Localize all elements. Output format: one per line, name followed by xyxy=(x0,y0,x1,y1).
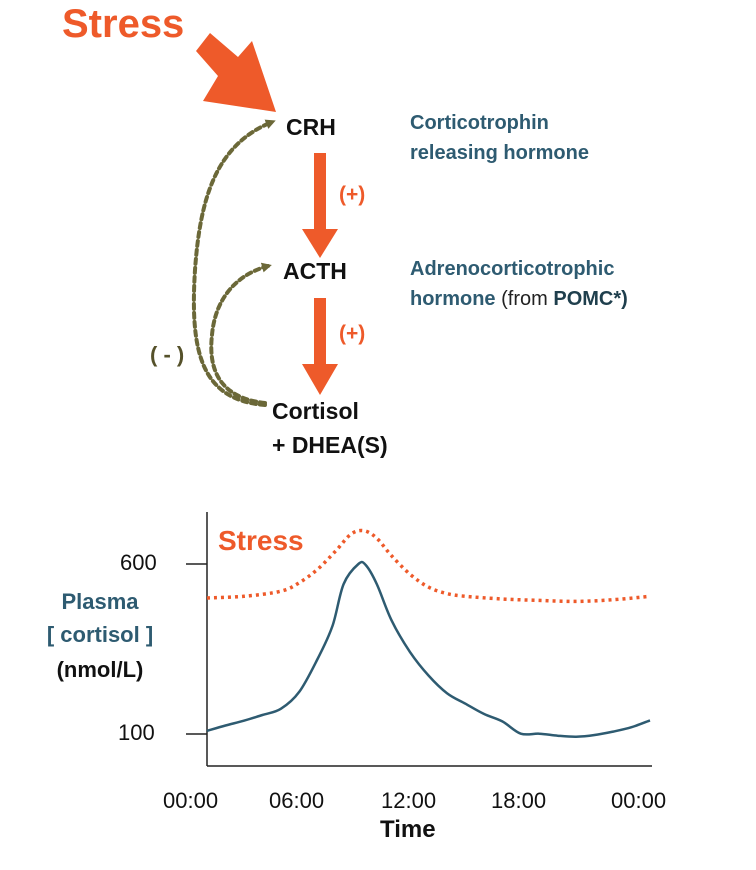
y-axis-label-line1: Plasma xyxy=(61,589,139,614)
cortisol-node: Cortisol xyxy=(272,398,359,424)
crh-node: CRH xyxy=(286,114,336,140)
acth-desc-line2: hormone (from POMC*) xyxy=(410,284,628,314)
acth-node: ACTH xyxy=(283,258,347,284)
cortisol-series-line xyxy=(206,560,651,738)
stress-arrow xyxy=(196,33,276,112)
stress-label: Stress xyxy=(62,2,185,46)
feedback-to-crh-arrow xyxy=(191,119,276,407)
acth-description: Adrenocorticotrophic hormone (from POMC*… xyxy=(410,254,628,314)
crh-desc-line2: releasing hormone xyxy=(410,142,589,164)
y-axis-label-line3: (nmol/L) xyxy=(56,657,144,682)
cortisol-chart xyxy=(186,512,652,767)
x-tick-label-3: 18:00 xyxy=(491,788,547,813)
y-tick-label-600: 600 xyxy=(120,550,157,575)
x-tick-label-2: 12:00 xyxy=(381,788,437,813)
x-tick-label-1: 06:00 xyxy=(269,788,325,813)
x-tick-label-0: 00:00 xyxy=(163,788,219,813)
x-axis-label: Time xyxy=(380,816,436,843)
positive-label-1: (+) xyxy=(339,183,366,206)
dhea-node: + DHEA(S) xyxy=(272,432,388,458)
acth-desc-pomc: POMC*) xyxy=(553,288,628,310)
crh-to-acth-arrow xyxy=(302,153,338,258)
crh-desc-line1: Corticotrophin xyxy=(410,112,549,134)
acth-desc-line1: Adrenocorticotrophic xyxy=(410,258,615,280)
stress-series-line xyxy=(206,528,651,604)
acth-to-cortisol-arrow xyxy=(302,298,338,395)
acth-desc-hormone: hormone xyxy=(410,288,496,310)
acth-desc-from: (from xyxy=(501,288,548,310)
x-tick-label-4: 00:00 xyxy=(611,788,667,813)
y-axis-label-line2: [ cortisol ] xyxy=(46,622,154,647)
crh-description: Corticotrophin releasing hormone xyxy=(410,108,589,168)
positive-label-2: (+) xyxy=(339,322,366,345)
y-tick-label-100: 100 xyxy=(118,720,155,745)
negative-label: ( - ) xyxy=(150,342,185,367)
feedback-to-acth-arrow xyxy=(209,262,272,405)
chart-stress-label: Stress xyxy=(218,525,304,556)
